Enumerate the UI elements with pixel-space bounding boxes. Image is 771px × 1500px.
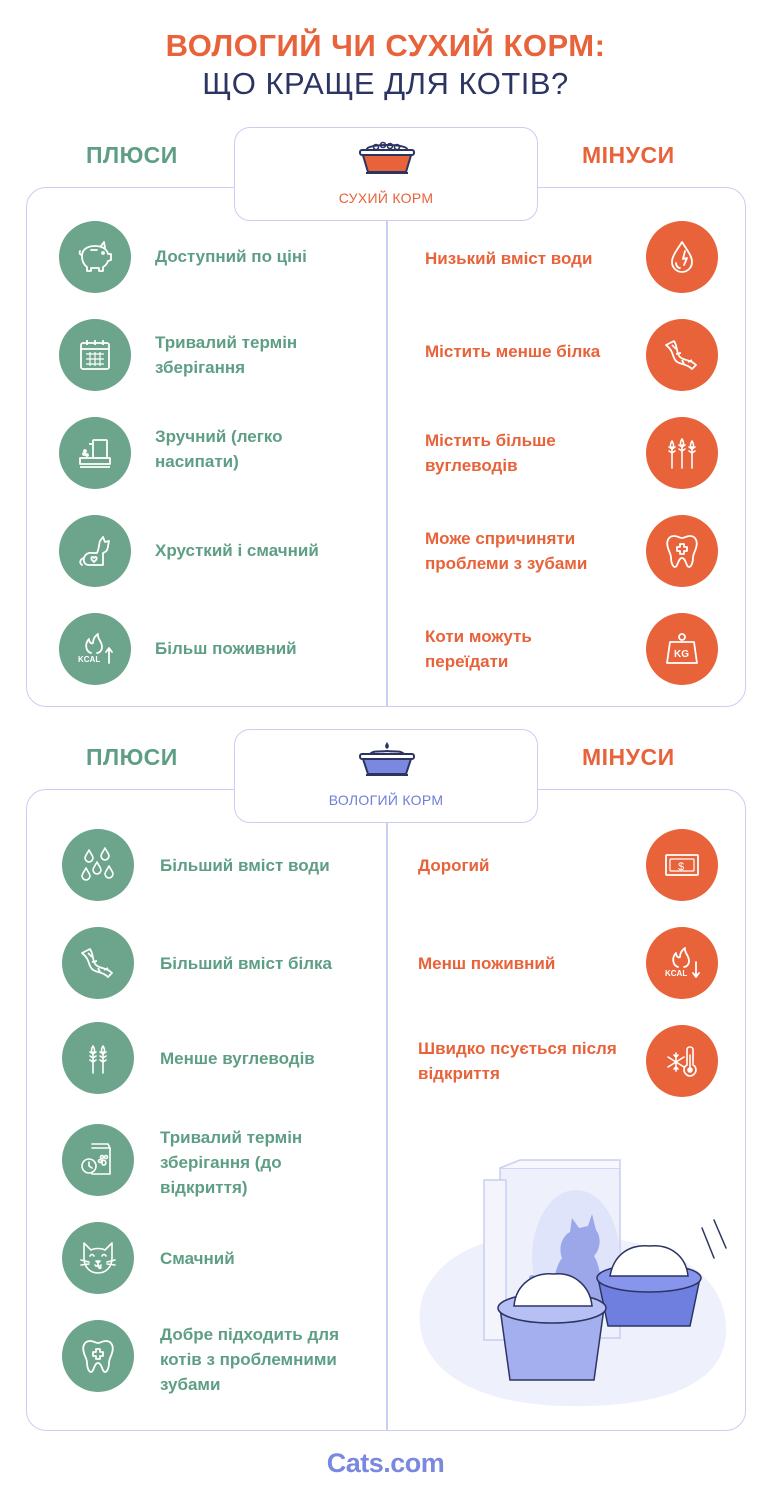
- dry-con-text-2: Містить менше білка: [425, 342, 601, 361]
- dry-food-label-box: СУХИЙ КОРМ: [234, 127, 538, 221]
- calendar-icon: [59, 319, 131, 391]
- weight-kg-icon: KG: [646, 613, 718, 685]
- wheat-icon-2: [62, 1022, 134, 1094]
- dry-con-text-4: Може спричиняти проблеми з зубами: [425, 529, 588, 573]
- wet-food-label-box: ВОЛОГИЙ КОРМ: [234, 729, 538, 823]
- food-container-icon: [59, 417, 131, 489]
- wet-divider: [386, 823, 388, 1430]
- dry-con-text-3: Містить більше вуглеводів: [425, 431, 556, 475]
- water-drops-icon: [62, 829, 134, 901]
- cat-food-bowls-illustration: [419, 1159, 727, 1407]
- svg-text:KG: KG: [674, 649, 689, 660]
- page-subtitle: ЩО КРАЩЕ ДЛЯ КОТІВ?: [202, 66, 569, 101]
- wet-pro-text-6: Добре підходить для котів з проблемними …: [160, 1325, 339, 1394]
- dry-pro-text-5: Більш поживний: [155, 639, 297, 658]
- dry-pro-text-3: Зручний (легко насипати): [155, 427, 283, 471]
- protein-strand-icon: [646, 319, 718, 391]
- wet-pro-text-2: Більший вміст білка: [160, 954, 333, 973]
- wet-cons-heading: МІНУСИ: [582, 744, 675, 770]
- wet-pro-text-3: Менше вуглеводів: [160, 1049, 315, 1068]
- wet-con-text-3: Швидко псується після відкриття: [418, 1039, 617, 1083]
- brand-logo[interactable]: Cats.com: [326, 1448, 445, 1478]
- piggy-bank-icon: [59, 221, 131, 293]
- wet-con-text-2: Менш поживний: [418, 954, 556, 973]
- svg-text:$: $: [678, 861, 684, 873]
- dry-pro-text-1: Доступний по ціні: [155, 247, 307, 266]
- wheat-icon: [646, 417, 718, 489]
- cat-face-icon: [62, 1222, 134, 1294]
- dry-bowl-icon: [359, 141, 415, 174]
- water-drop-icon: [646, 221, 718, 293]
- dry-divider: [386, 221, 388, 706]
- svg-text:KCAL: KCAL: [78, 655, 100, 664]
- dry-con-text-1: Низький вміст води: [425, 249, 593, 268]
- page-title: ВОЛОГИЙ ЧИ СУХИЙ КОРМ:: [165, 28, 606, 63]
- dry-pros-heading: ПЛЮСИ: [86, 142, 178, 168]
- svg-text:KCAL: KCAL: [665, 969, 687, 978]
- dry-con-text-5: Коти можуть переїдати: [425, 627, 532, 671]
- wet-con-text-1: Дорогий: [418, 856, 490, 875]
- dry-cons-heading: МІНУСИ: [582, 142, 675, 168]
- snowflake-thermometer-icon: [646, 1025, 718, 1097]
- cat-heart-icon: [59, 515, 131, 587]
- kcal-up-icon: KCAL: [59, 613, 131, 685]
- dry-food-label: СУХИЙ КОРМ: [338, 190, 434, 206]
- dry-pro-text-4: Хрусткий і смачний: [155, 541, 319, 560]
- dollar-bill-icon: $: [646, 829, 718, 901]
- wet-bowl-icon: [359, 742, 415, 776]
- protein-strand-icon-2: [62, 927, 134, 999]
- wet-pros-heading: ПЛЮСИ: [86, 744, 178, 770]
- wet-pro-text-1: Більший вміст води: [160, 856, 330, 875]
- wet-pro-text-5: Смачний: [160, 1249, 235, 1268]
- tooth-icon: [646, 515, 718, 587]
- wet-pro-text-4: Тривалий термін зберігання (до відкриття…: [160, 1128, 303, 1197]
- kcal-down-icon: KCAL: [646, 927, 718, 999]
- food-bag-clock-icon: [62, 1124, 134, 1196]
- dry-pro-text-2: Тривалий термін зберігання: [155, 333, 298, 377]
- tooth-icon-2: [62, 1320, 134, 1392]
- wet-food-label: ВОЛОГИЙ КОРМ: [328, 792, 444, 808]
